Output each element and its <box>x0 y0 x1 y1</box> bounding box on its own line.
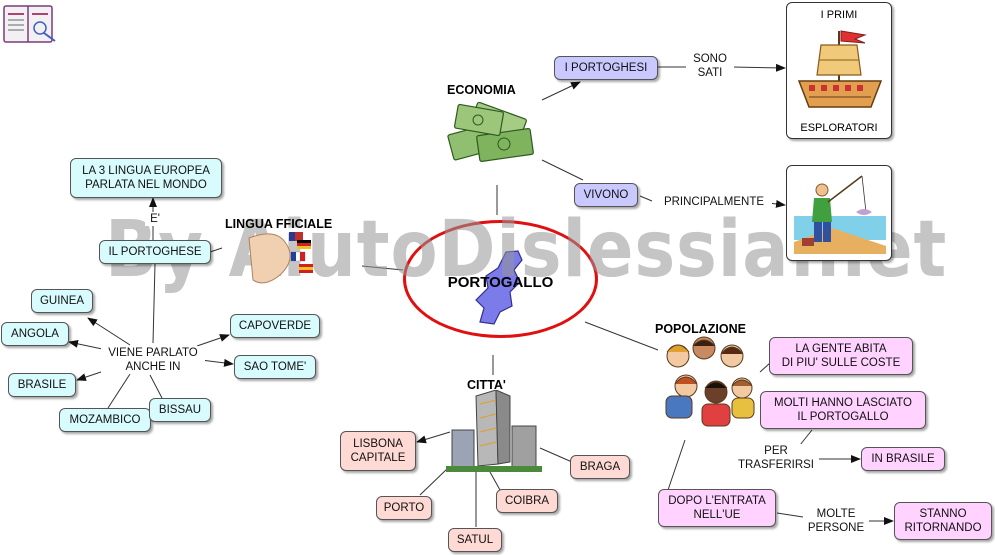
link-citta-lisbona <box>416 431 451 444</box>
link-sati-esploratori <box>731 63 786 72</box>
flags-icon <box>248 232 313 284</box>
node-vivono[interactable]: VIVONO <box>574 183 638 207</box>
link-dopo-molte <box>776 512 804 518</box>
link-citta-coibra <box>489 471 501 491</box>
caption-primi: I PRIMI <box>820 9 858 21</box>
node-dopo-ue[interactable]: DOPO L'ENTRATA NELL'UE <box>658 489 776 527</box>
link-lingua-portoghese <box>209 247 223 253</box>
node-satul[interactable]: SATUL <box>448 528 502 552</box>
ship-icon <box>797 30 883 108</box>
link-viene-angola <box>68 339 108 351</box>
link-lasciato-per <box>799 429 813 446</box>
image-esploratori: I PRIMI ESPLORATORI <box>786 2 892 139</box>
node-braga[interactable]: BRAGA <box>570 455 630 479</box>
link-viene-capoverde <box>196 334 230 347</box>
node-portoghese[interactable]: IL PORTOGHESE <box>99 240 211 264</box>
node-sao-tome[interactable]: SAO TOME' <box>234 355 316 379</box>
label-principalmente: PRINCIPALMENTE <box>656 195 772 209</box>
link-vivono-principalmente <box>639 195 653 202</box>
label-sono-sati: SONO SATI <box>686 52 734 80</box>
fisherman-icon <box>794 175 886 254</box>
citta-heading: CITTA' <box>467 378 506 392</box>
link-center-popolazione <box>584 321 659 351</box>
node-coste[interactable]: LA GENTE ABITA DI PIU' SULLE COSTE <box>769 337 913 375</box>
node-bissau[interactable]: BISSAU <box>149 398 211 422</box>
link-citta-braga <box>539 447 573 463</box>
book-icon <box>3 5 56 43</box>
label-viene-parlato: VIENE PARLATO ANCHE IN <box>101 346 205 374</box>
label-e: E' <box>145 212 165 226</box>
node-lasciato[interactable]: MOLTI HANNO LASCIATO IL PORTOGALLO <box>760 391 926 429</box>
link-people-dopo <box>667 439 686 491</box>
label-per-trasferirsi: PER TRASFERIRSI <box>733 444 819 472</box>
skyscraper-icon <box>446 390 542 472</box>
node-in-brasile[interactable]: IN BRASILE <box>861 447 945 471</box>
link-viene-saotome <box>200 358 234 367</box>
node-stanno-ritornando[interactable]: STANNO RITORNANDO <box>894 502 992 540</box>
node-brasile[interactable]: BRASILE <box>8 373 76 397</box>
link-economia-vivono <box>541 159 584 181</box>
label-molte-persone: MOLTE PERSONE <box>803 507 869 535</box>
link-center-lingua <box>361 265 404 271</box>
popolazione-heading: POPOLAZIONE <box>655 322 746 336</box>
link-viene-mozambico <box>107 373 131 409</box>
link-economia-portoghesi <box>541 81 581 101</box>
link-viene-guinea <box>87 317 131 346</box>
node-portoghesi[interactable]: I PORTOGHESI <box>554 56 658 80</box>
node-angola[interactable]: ANGOLA <box>1 322 69 346</box>
node-guinea[interactable]: GUINEA <box>31 289 93 313</box>
money-icon <box>447 102 534 162</box>
center-title: PORTOGALLO <box>447 274 554 291</box>
node-porto[interactable]: PORTO <box>376 496 432 520</box>
link-people-coste <box>759 362 771 373</box>
link-viene-bissau <box>149 374 163 399</box>
link-portoghese-viene <box>152 263 156 344</box>
map-icon <box>475 250 523 325</box>
lingua-heading: LINGUA FFICIALE <box>225 217 333 231</box>
economia-heading: ECONOMIA <box>447 83 516 97</box>
link-citta-porto <box>419 467 449 496</box>
node-mozambico[interactable]: MOZAMBICO <box>59 408 151 432</box>
people-icon <box>665 336 755 427</box>
image-pesca <box>786 165 892 261</box>
caption-esploratori: ESPLORATORI <box>800 122 878 134</box>
node-capoverde[interactable]: CAPOVERDE <box>230 314 320 338</box>
node-terza-lingua[interactable]: LA 3 LINGUA EUROPEA PARLATA NEL MONDO <box>70 158 222 198</box>
node-coibra[interactable]: COIBRA <box>496 489 558 513</box>
node-lisbona[interactable]: LISBONA CAPITALE <box>340 431 416 471</box>
